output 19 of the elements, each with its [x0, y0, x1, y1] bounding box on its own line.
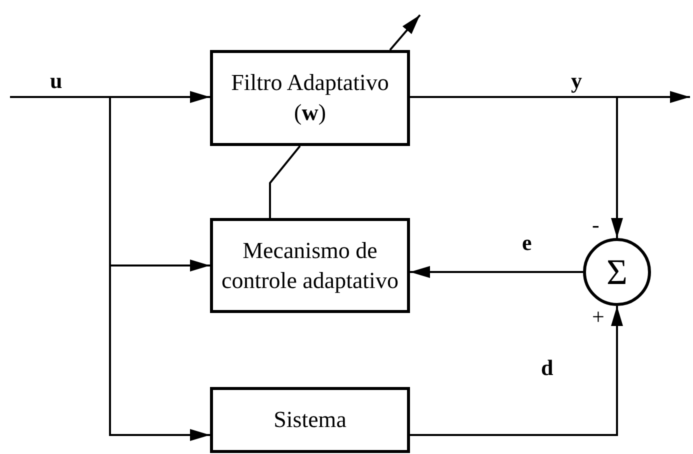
sign-label: + [592, 306, 604, 328]
edge-label: y [571, 70, 582, 92]
adjustment-arrow [389, 14, 421, 51]
box-label: Mecanismo de controle adaptativo [220, 236, 400, 295]
process-box [210, 50, 410, 146]
edge-label: u [50, 70, 62, 92]
arrow [410, 266, 583, 278]
process-box [210, 218, 410, 313]
edge-label: e [522, 232, 532, 254]
arrow [10, 96, 210, 441]
edge-label: d [541, 357, 554, 379]
sign-label: - [592, 214, 600, 236]
box-label: Sistema [274, 406, 346, 434]
sum-symbol: Σ [606, 257, 628, 287]
arrow [410, 306, 623, 436]
box-label: Filtro Adaptativo (w) [230, 69, 390, 127]
summing-junction [583, 238, 651, 306]
arrow [410, 96, 623, 238]
process-box [210, 387, 410, 453]
